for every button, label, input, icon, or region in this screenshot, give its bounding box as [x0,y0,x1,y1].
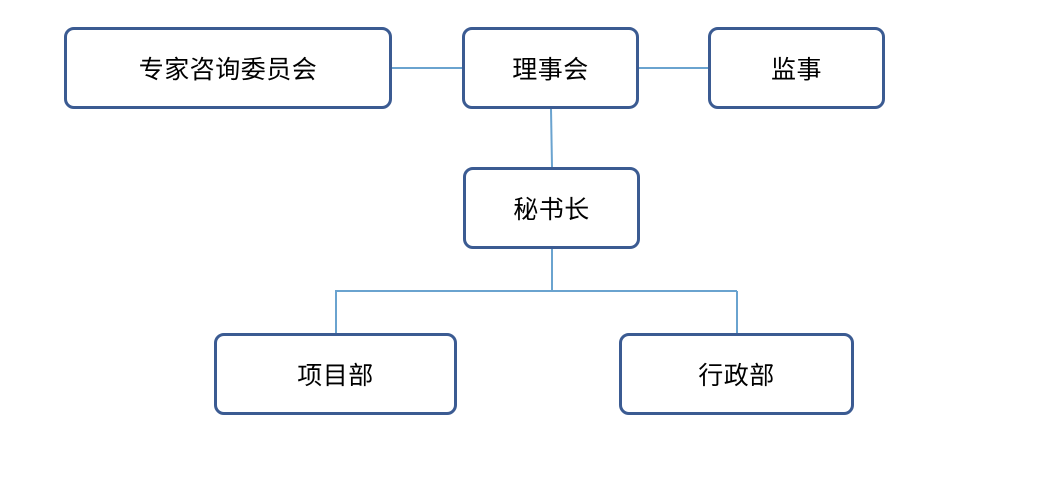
node-secretary-general-label: 秘书长 [513,195,590,224]
node-admin-dept: 行政部 [619,333,854,415]
node-council-label: 理事会 [512,55,589,84]
node-supervisor-label: 监事 [770,55,822,84]
node-secretary-general: 秘书长 [463,167,640,249]
node-admin-dept-label: 行政部 [698,361,775,390]
edge-council-secretary-general [550,108,553,168]
node-council: 理事会 [462,27,639,109]
node-supervisor: 监事 [708,27,885,109]
node-project-dept-label: 项目部 [297,361,374,390]
node-expert-committee-label: 专家咨询委员会 [138,55,318,84]
node-expert-committee: 专家咨询委员会 [64,27,392,109]
node-project-dept: 项目部 [214,333,457,415]
